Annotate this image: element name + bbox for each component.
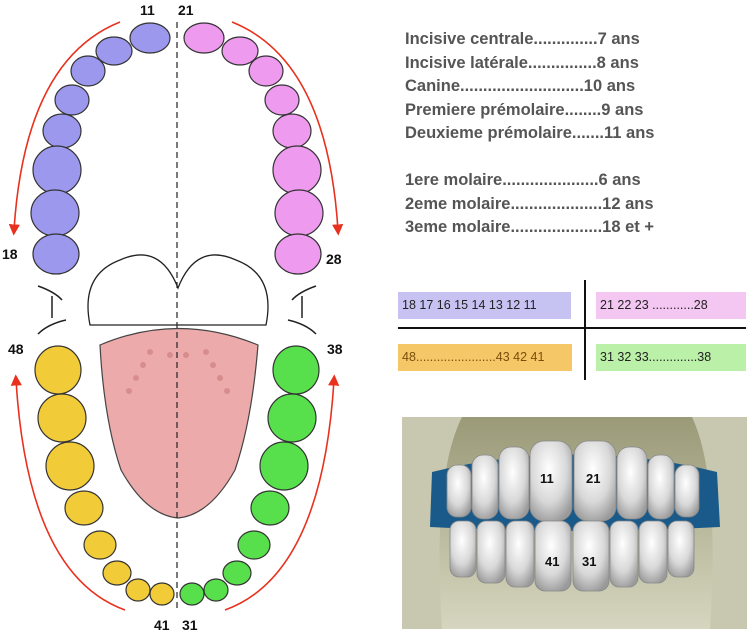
age-item: Premiere prémolaire........9 ans	[405, 100, 644, 119]
label-38: 38	[327, 341, 343, 357]
bracket-left	[37, 285, 67, 335]
quadrant-chart: 18 17 16 15 14 13 12 11 21 22 23 .......…	[398, 280, 746, 380]
dental-arch-diagram: 11 21 18 28 48 38 41 31	[2, 2, 344, 633]
age-item: Incisive latérale...............8 ans	[405, 53, 639, 72]
quadrant-upper-right: 21 22 23 ............28	[596, 292, 746, 319]
quadrant-horizontal-divider	[398, 327, 746, 329]
arrow-upper-left	[8, 21, 121, 236]
render-label-21: 21	[586, 471, 600, 486]
tongue	[99, 327, 259, 519]
lower-right-teeth	[179, 345, 320, 606]
arrow-upper-right	[231, 21, 344, 236]
age-item: Deuxieme prémolaire.......11 ans	[405, 124, 655, 143]
upper-left-teeth	[30, 22, 171, 275]
quadrant-upper-left: 18 17 16 15 14 13 12 11	[398, 292, 571, 319]
label-11: 11	[140, 2, 155, 18]
label-21: 21	[178, 2, 194, 18]
palate-outline	[87, 254, 269, 326]
upper-right-teeth	[183, 22, 324, 275]
render-label-11: 11	[540, 471, 554, 486]
eruption-age-list: Incisive centrale..............7 ans Inc…	[405, 28, 654, 240]
lower-left-teeth	[34, 345, 175, 606]
label-31: 31	[182, 617, 198, 633]
label-28: 28	[326, 251, 342, 267]
bracket-right	[287, 285, 317, 335]
age-item: Canine...........................10 ans	[405, 77, 636, 96]
label-18: 18	[2, 246, 18, 262]
age-item: 2eme molaire....................12 ans	[405, 194, 654, 213]
teeth-3d-render: 11 21 41 31	[402, 417, 747, 629]
arrow-lower-left	[10, 374, 126, 611]
age-item: 1ere molaire.....................6 ans	[405, 170, 641, 189]
age-item: Incisive centrale..............7 ans	[405, 30, 640, 48]
render-label-31: 31	[582, 554, 596, 569]
quadrant-lower-left: 48.......................43 42 41	[398, 344, 572, 371]
render-label-41: 41	[545, 554, 559, 569]
arrow-lower-right	[224, 374, 340, 611]
quadrant-lower-right: 31 32 33..............38	[596, 344, 746, 371]
label-41: 41	[154, 617, 170, 633]
label-48: 48	[8, 341, 24, 357]
age-item: 3eme molaire....................18 et +	[405, 218, 654, 237]
quadrant-vertical-divider	[584, 280, 586, 380]
